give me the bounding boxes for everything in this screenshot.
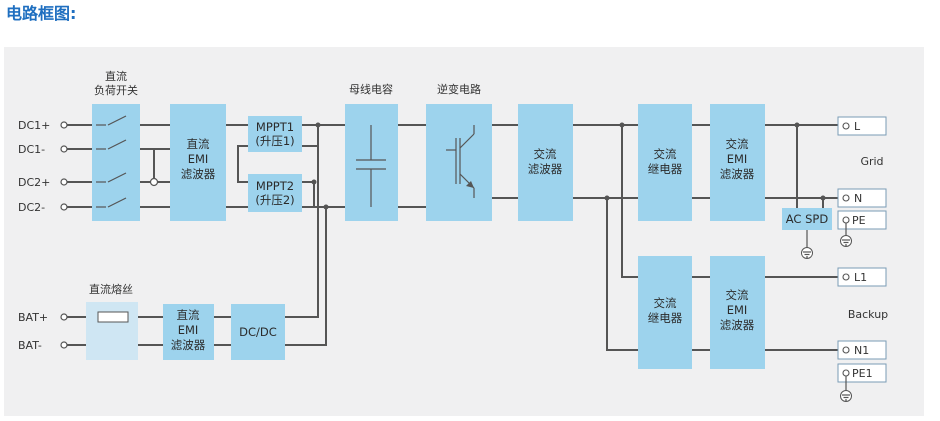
bus-capacitor-label: 母线电容 <box>349 82 393 96</box>
ac-relay-grid-label-1: 交流 <box>654 147 677 161</box>
ac-filter-block <box>518 104 573 221</box>
dc-emi-filter-block <box>170 104 226 221</box>
ac-spd-label: AC SPD <box>786 212 829 226</box>
bat-emi-filter-label-3: 滤波器 <box>171 338 206 352</box>
output-n-label: N <box>854 192 862 205</box>
ac-relay-backup-label-1: 交流 <box>654 296 677 310</box>
bat-emi-filter-label-2: EMI <box>178 323 199 337</box>
bat-emi-filter-label-1: 直流 <box>177 308 200 322</box>
dc1-plus-label: DC1+ <box>18 119 50 132</box>
ac-emi-backup-label-1: 交流 <box>726 288 749 302</box>
ac-relay-grid-label-2: 继电器 <box>648 162 683 176</box>
backup-label: Backup <box>848 308 888 321</box>
ac-spd-block <box>782 208 832 230</box>
ac-emi-grid-label-2: EMI <box>727 152 748 166</box>
ground-icon-spd <box>801 247 813 259</box>
dc-emi-filter-label-1: 直流 <box>187 137 210 151</box>
bat-minus-label: BAT- <box>18 339 42 352</box>
mppt2-block <box>248 174 302 212</box>
mppt1-block <box>248 116 302 152</box>
junction-dots <box>311 122 826 210</box>
ac-emi-grid-label-3: 滤波器 <box>720 167 755 181</box>
dc-emi-filter-label-2: EMI <box>188 152 209 166</box>
page-title: 电路框图: <box>6 4 77 23</box>
ac-emi-grid-block <box>710 104 765 221</box>
dc2-minus-label: DC2- <box>18 201 45 214</box>
output-n1-label: N1 <box>854 344 869 357</box>
bat-emi-filter-block <box>163 304 214 360</box>
grid-label: Grid <box>860 155 883 168</box>
ac-relay-backup-label-2: 继电器 <box>648 311 683 325</box>
ground-icon-pe1 <box>840 376 852 402</box>
dc-emi-filter-label-3: 滤波器 <box>181 167 216 181</box>
ac-filter-label-1: 交流 <box>534 147 557 161</box>
output-pe-label: PE <box>852 214 866 227</box>
ac-emi-grid-label-1: 交流 <box>726 137 749 151</box>
mppt2-label-1: MPPT2 <box>256 179 294 193</box>
ac-emi-backup-label-3: 滤波器 <box>720 318 755 332</box>
dcdc-label: DC/DC <box>239 325 277 339</box>
dc-load-switch-label-2: 负荷开关 <box>94 83 138 97</box>
output-l1-label: L1 <box>854 271 867 284</box>
inverter-label: 逆变电路 <box>437 82 481 96</box>
inverter-block <box>426 104 492 221</box>
dc2-plus-label: DC2+ <box>18 176 50 189</box>
ground-icon-pe <box>840 223 852 247</box>
mppt2-label-2: (升压2) <box>255 193 294 207</box>
bus-capacitor-block <box>345 104 398 221</box>
ac-relay-grid-block <box>638 104 692 221</box>
dc-fuse-label: 直流熔丝 <box>89 282 133 296</box>
mppt1-label-1: MPPT1 <box>256 120 294 134</box>
output-l-label: L <box>854 120 861 133</box>
bat-plus-label: BAT+ <box>18 311 48 324</box>
ac-relay-backup-block <box>638 256 692 369</box>
ac-emi-backup-label-2: EMI <box>727 303 748 317</box>
dc1-minus-label: DC1- <box>18 143 45 156</box>
output-pe1-label: PE1 <box>852 367 873 380</box>
mppt1-label-2: (升压1) <box>255 134 294 148</box>
input-terminals <box>60 121 68 349</box>
dcdc-block <box>231 304 285 360</box>
dc-fuse-block <box>86 302 138 360</box>
dc-load-switch-block <box>92 104 140 221</box>
ac-filter-label-2: 滤波器 <box>528 162 563 176</box>
ac-emi-backup-block <box>710 256 765 369</box>
switch-junction <box>149 177 159 187</box>
dc-load-switch-label-1: 直流 <box>105 69 127 83</box>
